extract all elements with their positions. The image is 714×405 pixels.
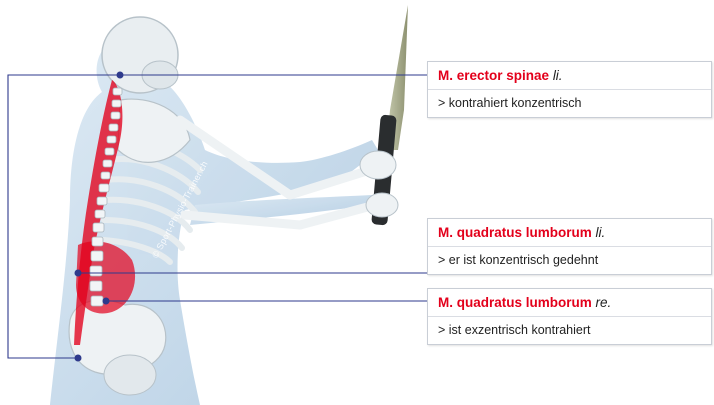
label-description: > ist exzentrisch kontrahiert bbox=[428, 317, 711, 344]
anchor-dot-erector-spinae bbox=[117, 72, 124, 79]
label-title: M. erector spinae li. bbox=[428, 62, 711, 90]
label-quadratus-lumborum-right: M. quadratus lumborum re. > ist exzentri… bbox=[427, 288, 712, 345]
label-erector-spinae-left: M. erector spinae li. > kontrahiert konz… bbox=[427, 61, 712, 118]
label-title: M. quadratus lumborum re. bbox=[428, 289, 711, 317]
muscle-name: M. erector spinae bbox=[438, 68, 549, 83]
side-indicator: li. bbox=[553, 68, 563, 83]
label-description: > er ist konzentrisch gedehnt bbox=[428, 247, 711, 274]
label-quadratus-lumborum-left: M. quadratus lumborum li. > er ist konze… bbox=[427, 218, 712, 275]
anchor-dot-quadratus-right bbox=[103, 298, 110, 305]
side-indicator: re. bbox=[596, 295, 612, 310]
muscle-name: M. quadratus lumborum bbox=[438, 225, 592, 240]
anchor-dot-pelvis bbox=[75, 355, 82, 362]
bat bbox=[371, 5, 408, 225]
label-title: M. quadratus lumborum li. bbox=[428, 219, 711, 247]
muscle-name: M. quadratus lumborum bbox=[438, 295, 592, 310]
anchor-dot-quadratus-left bbox=[75, 270, 82, 277]
label-description: > kontrahiert konzentrisch bbox=[428, 90, 711, 117]
side-indicator: li. bbox=[596, 225, 606, 240]
